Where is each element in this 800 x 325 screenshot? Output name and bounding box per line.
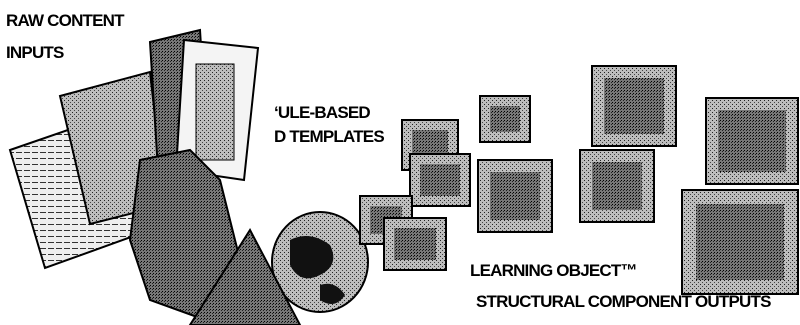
rule-based-label: ‘ULE-BASED <box>274 103 371 122</box>
cube <box>591 65 677 147</box>
templates-label: D TEMPLATES <box>274 127 385 146</box>
structural-component-outputs-label: STRUCTURAL COMPONENT OUTPUTS <box>476 292 771 311</box>
folder-inner-sheet <box>195 63 235 161</box>
cube <box>479 95 531 143</box>
template-cubes <box>359 95 531 271</box>
raw-content-collage <box>8 28 369 325</box>
cube <box>409 153 471 207</box>
learning-object-label: LEARNING OBJECT™ <box>470 261 637 280</box>
cube <box>705 97 799 185</box>
globe-continents <box>290 236 345 304</box>
inputs-label: INPUTS <box>6 43 64 62</box>
cube <box>579 149 655 223</box>
raw-content-label: RAW CONTENT <box>6 11 125 30</box>
pyramid-shape <box>188 228 302 325</box>
cube <box>477 159 553 233</box>
cube <box>383 217 447 271</box>
cube <box>681 189 799 295</box>
output-cubes <box>477 65 799 295</box>
